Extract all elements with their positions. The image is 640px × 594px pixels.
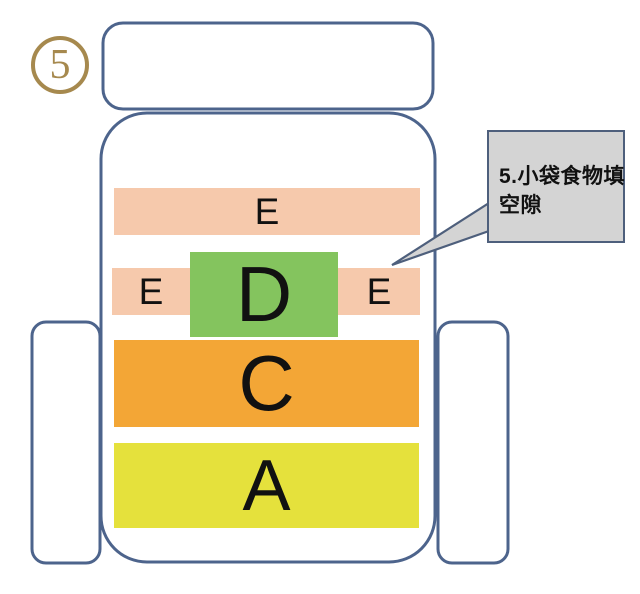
block-e-middle-right-label: E	[366, 270, 392, 312]
block-e-top: E	[114, 188, 420, 235]
step-number-badge: 5	[31, 36, 89, 94]
block-a: A	[114, 443, 419, 528]
block-e-top-label: E	[254, 190, 280, 232]
block-c-label: C	[238, 339, 295, 427]
callout-box: 5.小袋食物填 空隙	[487, 130, 625, 243]
backpack-right-pocket	[436, 320, 510, 565]
backpack-left-pocket	[30, 320, 102, 565]
block-a-label: A	[242, 445, 291, 526]
step-number-text: 5	[49, 42, 71, 88]
block-c: C	[114, 339, 419, 427]
block-e-middle-left-label: E	[138, 270, 164, 312]
callout-text-line1: 5.小袋食物填	[499, 165, 626, 188]
block-d: D	[190, 250, 338, 338]
backpack-lid	[101, 21, 435, 111]
block-d-label: D	[235, 250, 293, 338]
callout-text-line2: 空隙	[499, 194, 542, 217]
